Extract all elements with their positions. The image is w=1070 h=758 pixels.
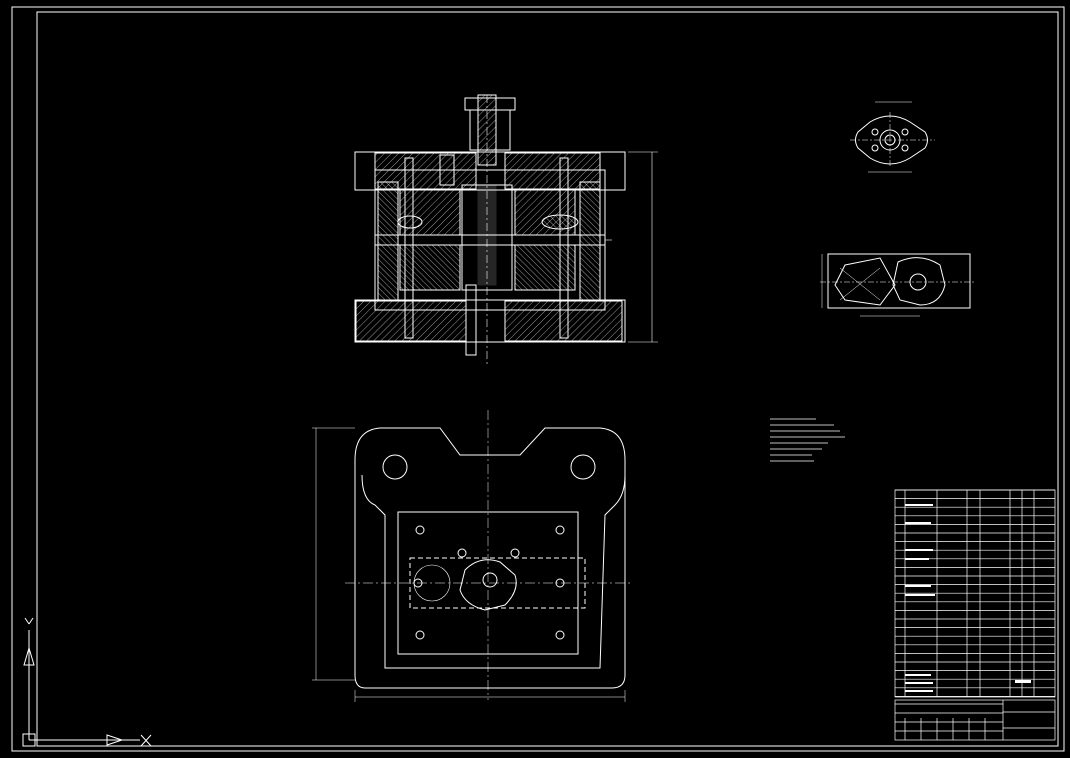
y-axis-arrow-icon bbox=[23, 646, 35, 666]
section-view bbox=[354, 94, 658, 365]
inner-border bbox=[36, 11, 1059, 747]
part-view bbox=[850, 101, 935, 173]
ucs-icon bbox=[22, 617, 152, 747]
plan-view bbox=[312, 410, 630, 702]
parts-list-table bbox=[894, 489, 1056, 741]
technical-notes bbox=[770, 418, 845, 462]
outer-border bbox=[11, 6, 1065, 752]
x-axis-arrow-icon bbox=[106, 734, 124, 746]
strip-layout bbox=[820, 253, 975, 317]
